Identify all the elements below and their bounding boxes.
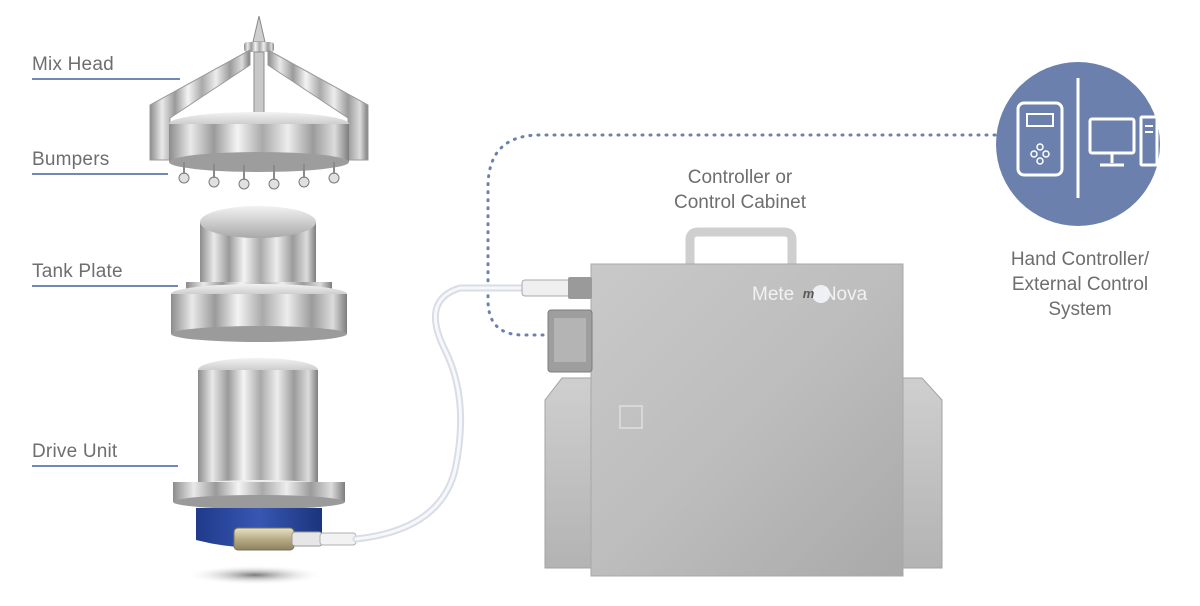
drive-cable: [352, 284, 536, 543]
controller-cabinet: [521, 227, 943, 577]
brand-wordmark: Mete m Nova: [752, 284, 902, 306]
external-caption-line2: External Control: [1011, 274, 1149, 295]
brand-text-right: Nova: [822, 284, 868, 305]
external-control-caption: Hand Controller/ External Control System: [990, 247, 1170, 322]
hand-controller-icon: [1016, 101, 1064, 177]
brand-logo-icon: [812, 285, 830, 303]
drive-unit-part: [173, 358, 357, 585]
controller-caption: Controller or Control Cabinet: [650, 165, 830, 215]
desktop-computer-icon: [1088, 115, 1159, 167]
leader-bumpers: [32, 173, 168, 175]
leader-mix-head: [32, 78, 180, 80]
label-drive-unit: Drive Unit: [32, 441, 118, 462]
leader-drive-unit: [32, 465, 178, 467]
external-control-badge: [996, 62, 1160, 226]
label-tank-plate: Tank Plate: [32, 261, 123, 282]
external-caption-line3: System: [1048, 299, 1112, 320]
mix-head-part: [149, 15, 369, 190]
brand-text-left: Mete: [752, 284, 795, 305]
controller-caption-line1: Controller or: [687, 167, 793, 188]
external-caption-line1: Hand Controller/: [1010, 249, 1150, 270]
controller-caption-line2: Control Cabinet: [673, 192, 807, 213]
label-mix-head: Mix Head: [32, 54, 114, 75]
bumpers-bolts: [178, 172, 340, 190]
leader-tank-plate: [32, 285, 178, 287]
label-bumpers: Bumpers: [32, 149, 110, 170]
tank-plate-part: [171, 206, 347, 342]
brand-logo-letter: m: [802, 286, 815, 301]
